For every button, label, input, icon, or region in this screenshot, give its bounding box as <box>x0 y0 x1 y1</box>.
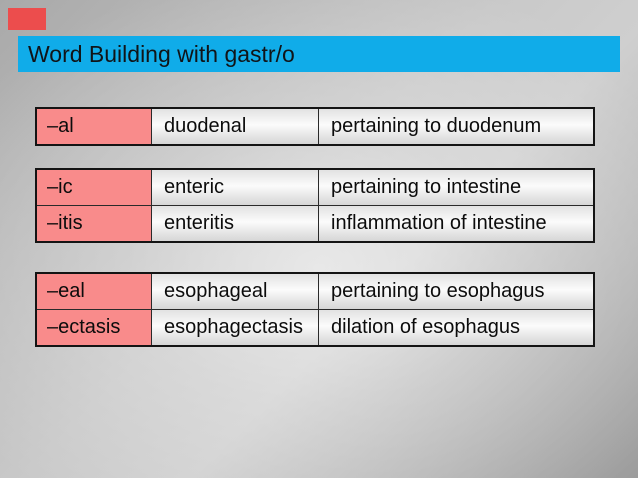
meaning-cell: pertaining to duodenum <box>319 109 593 144</box>
meaning-cell: inflammation of intestine <box>319 206 593 241</box>
suffix-cell: –eal <box>37 274 152 309</box>
red-accent-rectangle <box>8 8 46 30</box>
term-cell: enteric <box>152 170 319 205</box>
meaning-cell: dilation of esophagus <box>319 310 593 345</box>
term-cell: esophageal <box>152 274 319 309</box>
term-cell: enteritis <box>152 206 319 241</box>
suffix-cell: –itis <box>37 206 152 241</box>
meaning-cell: pertaining to esophagus <box>319 274 593 309</box>
term-cell: duodenal <box>152 109 319 144</box>
term-cell: esophagectasis <box>152 310 319 345</box>
slide-title: Word Building with gastr/o <box>28 40 295 67</box>
suffix-cell: –ectasis <box>37 310 152 345</box>
meaning-cell: pertaining to intestine <box>319 170 593 205</box>
suffix-cell: –ic <box>37 170 152 205</box>
title-bar: Word Building with gastr/o <box>18 36 620 72</box>
suffix-cell: –al <box>37 109 152 144</box>
